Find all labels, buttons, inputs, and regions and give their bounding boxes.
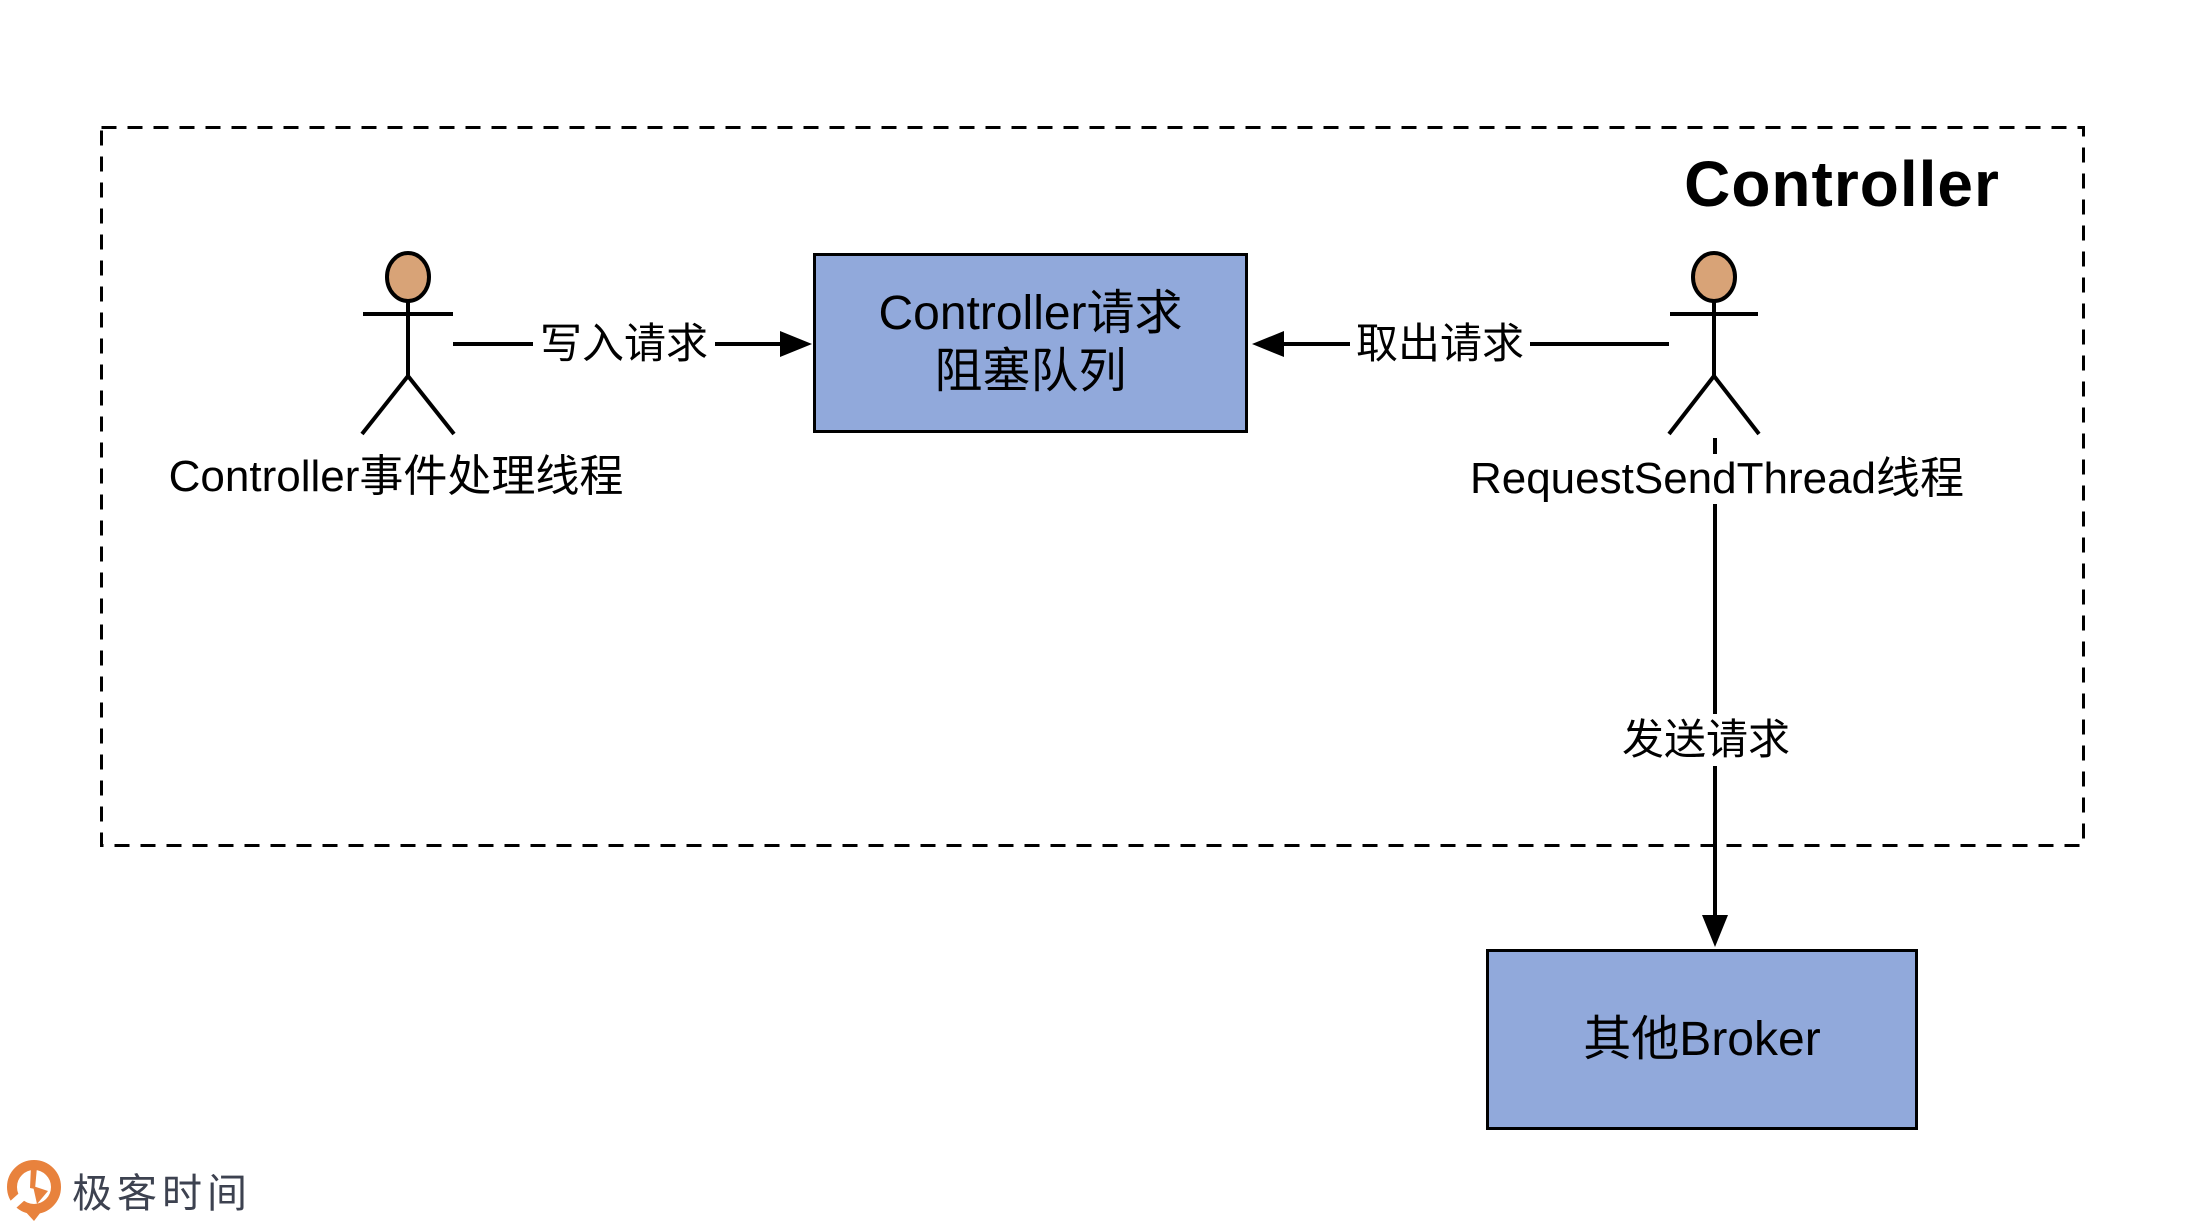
right-actor-leg-left — [1667, 374, 1716, 436]
queue-box-label-line1: Controller请求 — [878, 287, 1183, 340]
left-actor-figure — [360, 251, 456, 436]
right-actor-head — [1691, 251, 1737, 303]
left-actor-head — [385, 251, 431, 303]
geektime-logo-icon — [6, 1160, 61, 1221]
right-actor-leg-right — [1712, 374, 1761, 436]
queue-box-label-line2: 阻塞队列 — [934, 345, 1127, 398]
write-request-arrowhead — [780, 331, 812, 357]
left-actor-leg-left — [360, 374, 410, 436]
geektime-brand: 极客时间 — [6, 1158, 252, 1222]
other-broker-box: 其他Broker — [1486, 949, 1918, 1130]
left-actor-label: Controller事件处理线程 — [168, 452, 624, 501]
left-actor-leg-right — [406, 374, 456, 436]
send-request-arrow — [1702, 438, 1728, 947]
right-actor-label: RequestSendThread线程 — [1437, 454, 1997, 504]
send-request-edge-label: 发送请求 — [1620, 714, 1792, 766]
write-request-edge-label: 写入请求 — [533, 318, 715, 370]
geektime-brand-text: 极客时间 — [72, 1172, 252, 1216]
controller-boundary-title: Controller — [1684, 148, 2000, 220]
controller-boundary-dashed-box — [100, 126, 2085, 847]
controller-request-queue-box: Controller请求 阻塞队列 — [813, 253, 1248, 433]
broker-box-label: 其他Broker — [1583, 1012, 1821, 1066]
right-actor-figure — [1667, 251, 1761, 436]
fetch-request-edge-label: 取出请求 — [1350, 318, 1530, 370]
send-request-arrowhead — [1702, 915, 1728, 947]
fetch-request-arrowhead — [1252, 331, 1284, 357]
